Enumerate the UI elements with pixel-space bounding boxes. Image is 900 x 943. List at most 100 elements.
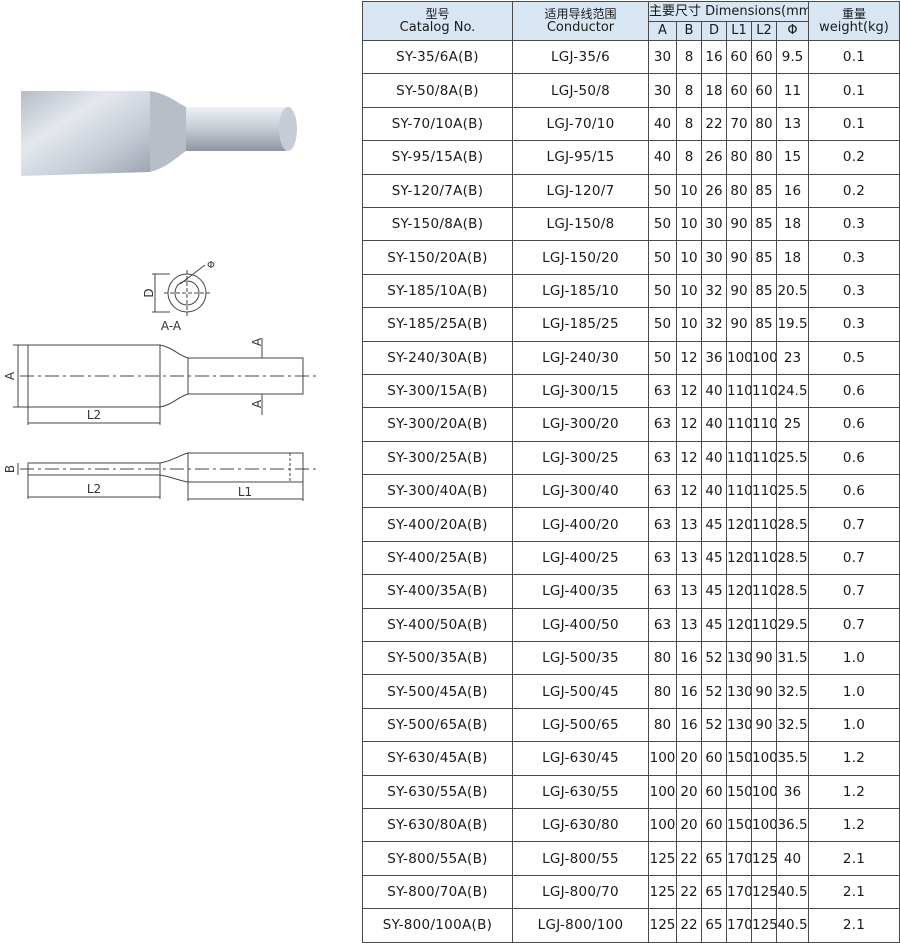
cell-dim-b: 12 (676, 474, 702, 509)
cell-dim-l2: 110 (751, 440, 777, 476)
cell-dim-l1: 80 (726, 173, 752, 208)
cell-dim-d: 30 (701, 206, 727, 242)
cell-dim-a: 50 (648, 340, 677, 375)
cell-dim-a: 100 (648, 774, 677, 809)
cell-dim-phi: 19.5 (775, 307, 810, 342)
cell-conductor: LGJ-50/8 (512, 73, 649, 108)
cell-conductor: LGJ-150/20 (512, 240, 649, 275)
cell-conductor: LGJ-630/55 (512, 774, 649, 809)
cell-dim-phi: 18 (775, 240, 810, 275)
cell-weight: 0.7 (808, 574, 900, 609)
cell-conductor: LGJ-630/80 (512, 807, 649, 843)
cell-dim-l2: 100 (751, 340, 777, 375)
cell-weight: 0.2 (808, 173, 900, 208)
cell-dim-l2: 85 (751, 206, 777, 242)
cell-dim-l2: 85 (751, 173, 777, 208)
cell-dim-b: 22 (676, 874, 702, 910)
cell-catalog: SY-630/55A(B) (362, 774, 513, 809)
cell-dim-b: 20 (676, 774, 702, 809)
cell-dim-phi: 25.5 (775, 474, 810, 509)
cell-dim-phi: 18 (775, 206, 810, 242)
cell-dim-b: 16 (676, 707, 702, 743)
cell-catalog: SY-800/55A(B) (362, 841, 513, 876)
cell-dim-phi: 15 (775, 140, 810, 175)
header-weight-cn: 重量 (842, 7, 867, 21)
cell-conductor: LGJ-500/45 (512, 674, 649, 709)
cell-dim-d: 32 (701, 273, 727, 309)
cell-dim-phi: 36.5 (775, 807, 810, 843)
cell-catalog: SY-120/7A(B) (362, 173, 513, 208)
cell-dim-phi: 13 (775, 106, 810, 142)
cell-weight: 1.2 (808, 741, 900, 776)
cell-catalog: SY-150/8A(B) (362, 206, 513, 242)
cell-dim-phi: 35.5 (775, 741, 810, 776)
cell-dim-d: 60 (701, 741, 727, 776)
cell-catalog: SY-185/25A(B) (362, 307, 513, 342)
cell-dim-b: 8 (676, 106, 702, 142)
cell-dim-d: 45 (701, 540, 727, 576)
dim-label-b: B (3, 465, 17, 473)
cell-dim-l2: 85 (751, 240, 777, 275)
cell-dim-l2: 110 (751, 407, 777, 442)
cell-dim-b: 12 (676, 373, 702, 409)
cell-dim-l1: 130 (726, 641, 752, 676)
cell-dim-d: 36 (701, 340, 727, 375)
cell-dim-b: 10 (676, 240, 702, 275)
header-conductor: 适用导线范围 Conductor (512, 1, 649, 41)
cell-dim-a: 40 (648, 140, 677, 175)
cell-dim-d: 30 (701, 240, 727, 275)
cell-dim-b: 10 (676, 273, 702, 309)
cell-weight: 1.2 (808, 807, 900, 843)
cell-dim-a: 50 (648, 173, 677, 208)
cell-dim-b: 12 (676, 340, 702, 375)
dim-label-a-bottom: A (250, 399, 264, 408)
cell-dim-b: 20 (676, 741, 702, 776)
cell-weight: 0.6 (808, 474, 900, 509)
cell-dim-l2: 110 (751, 607, 777, 643)
cell-catalog: SY-70/10A(B) (362, 106, 513, 142)
header-dim-b: B (676, 21, 702, 41)
cell-dim-phi: 31.5 (775, 641, 810, 676)
dim-label-l2-top: L2 (87, 482, 101, 496)
cell-conductor: LGJ-800/70 (512, 874, 649, 910)
header-catalog-en: Catalog No. (399, 20, 476, 35)
cell-conductor: LGJ-300/15 (512, 373, 649, 409)
cell-dim-l1: 90 (726, 307, 752, 342)
cell-catalog: SY-400/50A(B) (362, 607, 513, 643)
cell-dim-l2: 90 (751, 707, 777, 743)
cell-dim-a: 63 (648, 440, 677, 476)
cell-dim-l2: 90 (751, 641, 777, 676)
header-dim-d: D (701, 21, 727, 41)
cell-weight: 2.1 (808, 874, 900, 910)
cross-section-inner (174, 280, 200, 306)
cell-dim-a: 125 (648, 874, 677, 910)
cell-dim-d: 40 (701, 474, 727, 509)
header-dim-phi: Φ (775, 21, 810, 41)
cell-dim-l2: 110 (751, 540, 777, 576)
cell-weight: 0.3 (808, 240, 900, 275)
cell-conductor: LGJ-150/8 (512, 206, 649, 242)
header-catalog-cn: 型号 (425, 7, 450, 21)
cell-dim-d: 22 (701, 106, 727, 142)
cell-dim-l1: 120 (726, 507, 752, 542)
cell-catalog: SY-50/8A(B) (362, 73, 513, 108)
cell-conductor: LGJ-800/100 (512, 908, 649, 943)
cell-dim-a: 50 (648, 307, 677, 342)
cell-dim-a: 125 (648, 841, 677, 876)
cell-weight: 2.1 (808, 841, 900, 876)
cell-conductor: LGJ-400/20 (512, 507, 649, 542)
dim-label-a-top: A (250, 337, 264, 346)
cell-dim-d: 45 (701, 574, 727, 609)
cell-conductor: LGJ-70/10 (512, 106, 649, 142)
cell-dim-l1: 130 (726, 707, 752, 743)
cell-dim-d: 45 (701, 607, 727, 643)
header-weight: 重量 weight(kg) (808, 1, 900, 41)
cell-dim-phi: 23 (775, 340, 810, 375)
cell-dim-l2: 110 (751, 474, 777, 509)
cell-dim-a: 80 (648, 641, 677, 676)
cell-weight: 0.5 (808, 340, 900, 375)
cell-dim-a: 63 (648, 540, 677, 576)
